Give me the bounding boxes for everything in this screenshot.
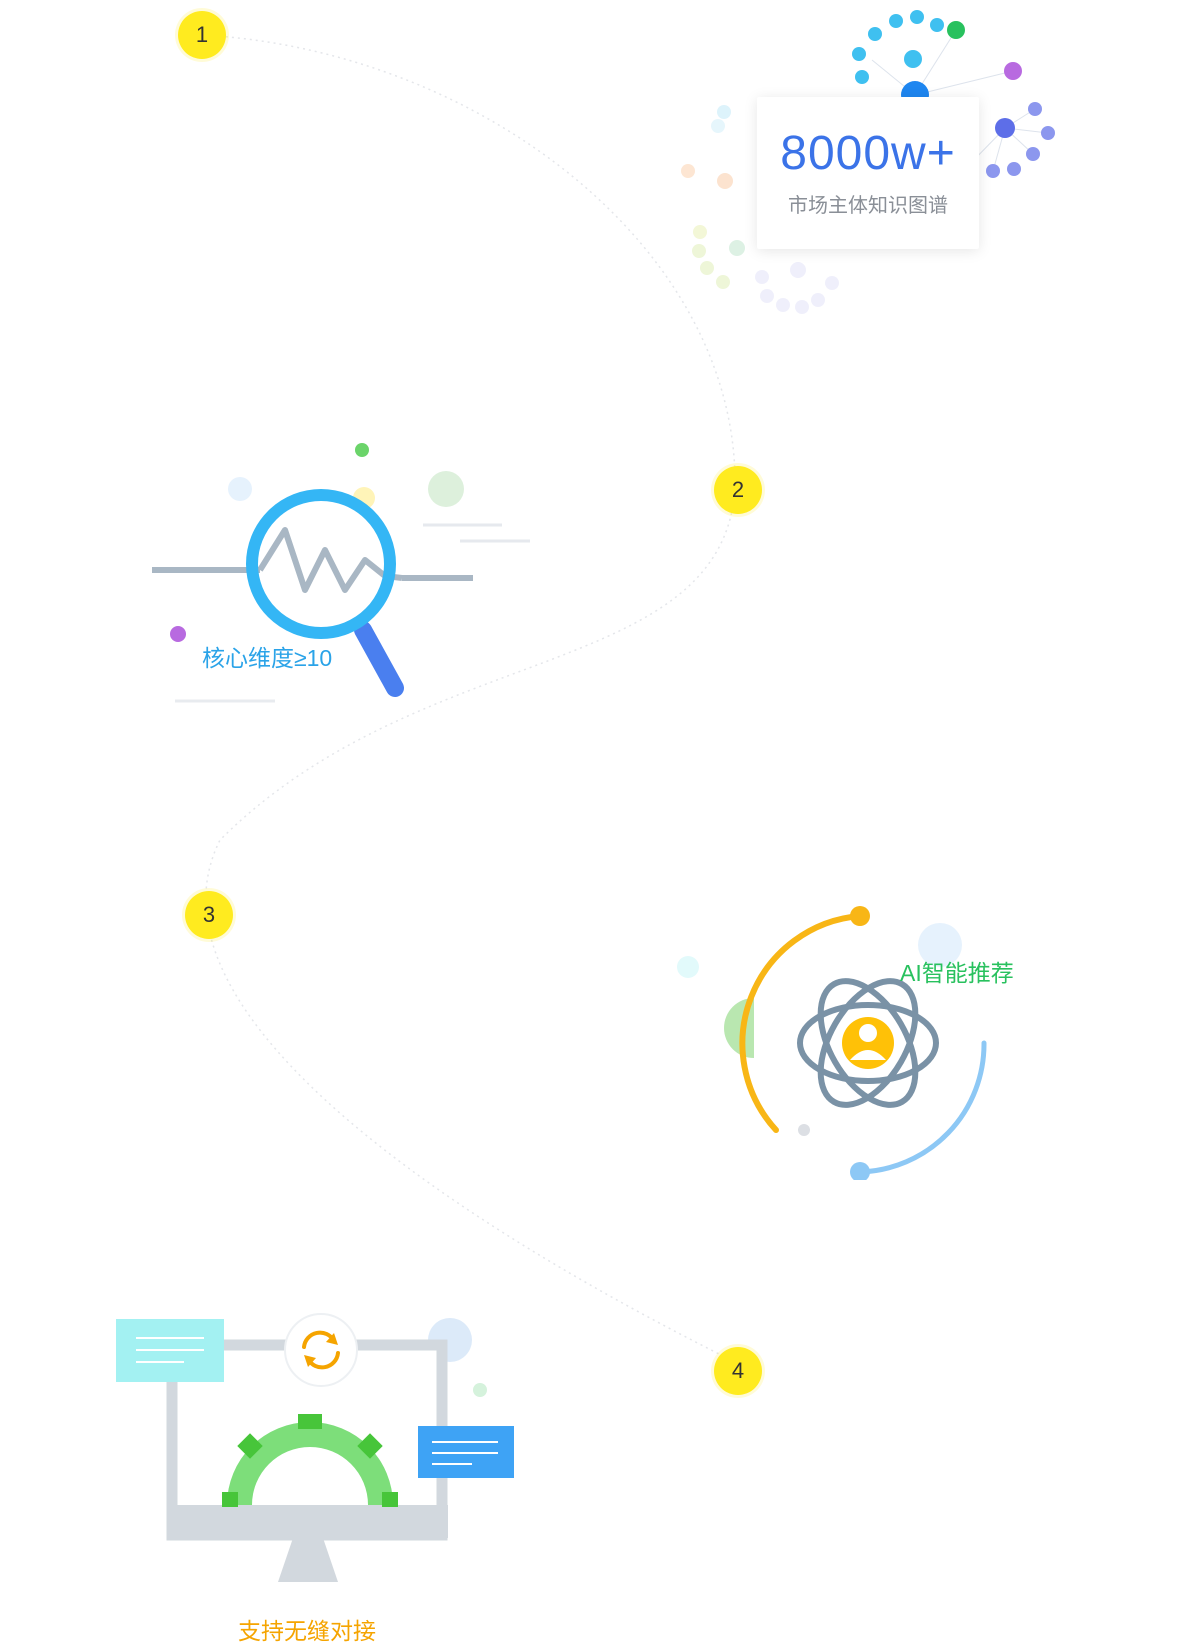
monitor-gear-icon <box>116 1313 514 1582</box>
step-number: 4 <box>731 1358 745 1383</box>
search-caption: 核心维度≥10 <box>202 645 333 671</box>
step-number: 3 <box>202 902 216 927</box>
step-number: 1 <box>195 22 209 47</box>
stat-value: 8000w+ <box>780 127 956 181</box>
atom-user-icon <box>677 906 987 1180</box>
stat-label: 市场主体知识图谱 <box>788 194 948 217</box>
ai-caption: AI智能推荐 <box>900 960 1014 986</box>
knowledge-graph-card: 8000w+ 市场主体知识图谱 <box>757 97 979 249</box>
magnifier-icon <box>152 443 530 703</box>
integration-caption: 支持无缝对接 <box>238 1618 376 1644</box>
step-number: 2 <box>731 477 745 502</box>
step-badge-3: 3 <box>185 891 233 939</box>
step-badge-4: 4 <box>714 1347 762 1395</box>
step-badge-2: 2 <box>714 466 762 514</box>
refresh-icon <box>302 1330 340 1370</box>
step-badge-1: 1 <box>178 11 226 59</box>
